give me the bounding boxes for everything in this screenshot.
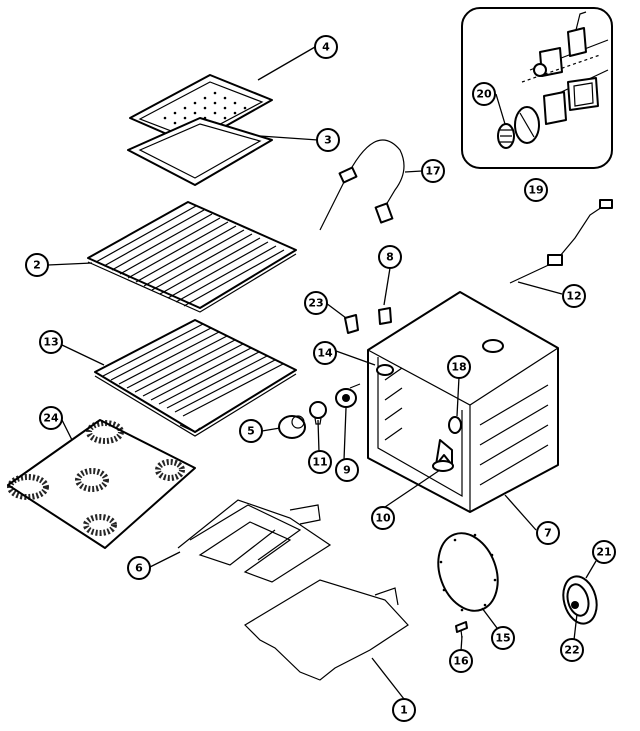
svg-text:11: 11 [312, 456, 327, 469]
callout-1: 1 [392, 698, 416, 722]
leader-lines [47, 46, 597, 700]
svg-text:19: 19 [528, 184, 543, 197]
oven-rack-upper [87, 201, 297, 313]
callout-12: 12 [562, 284, 586, 308]
svg-text:24: 24 [43, 412, 59, 425]
callout-5: 5 [239, 419, 263, 443]
light-lens-5 [278, 415, 306, 439]
callout-21: 21 [592, 540, 616, 564]
callout-20: 20 [472, 82, 496, 106]
callout-2: 2 [25, 253, 49, 277]
svg-text:6: 6 [135, 562, 143, 575]
callout-19: 19 [524, 178, 548, 202]
callout-6: 6 [127, 556, 151, 580]
svg-text:15: 15 [495, 632, 510, 645]
convection-fan-cover [437, 532, 499, 612]
callout-16: 16 [449, 649, 473, 673]
oven-cavity [367, 291, 559, 513]
svg-text:7: 7 [544, 527, 552, 540]
svg-text:22: 22 [564, 644, 579, 657]
svg-text:2: 2 [33, 259, 41, 272]
svg-text:12: 12 [566, 290, 581, 303]
callout-23: 23 [304, 291, 328, 315]
callout-8: 8 [378, 245, 402, 269]
callout-18: 18 [447, 355, 471, 379]
light-assembly [562, 575, 598, 625]
small-clip-23 [344, 314, 359, 334]
callout-3: 3 [316, 128, 340, 152]
svg-text:21: 21 [596, 546, 611, 559]
svg-text:5: 5 [247, 425, 255, 438]
callout-9: 9 [335, 458, 359, 482]
oven-bottom-liner [7, 419, 196, 549]
callout-13: 13 [39, 330, 63, 354]
svg-text:8: 8 [386, 251, 394, 264]
svg-text:16: 16 [453, 655, 469, 668]
svg-text:9: 9 [343, 464, 351, 477]
callout-24: 24 [39, 406, 63, 430]
svg-text:1: 1 [400, 704, 408, 717]
svg-text:23: 23 [308, 297, 323, 310]
temperature-probe [319, 139, 405, 231]
callout-7: 7 [536, 521, 560, 545]
svg-text:17: 17 [425, 165, 440, 178]
light-bulb-11 [309, 401, 327, 425]
light-socket-9 [335, 383, 361, 408]
svg-text:20: 20 [476, 88, 492, 101]
oven-sensor [509, 199, 613, 284]
callout-10: 10 [371, 506, 395, 530]
oven-rack-lower [94, 319, 297, 437]
broil-element [177, 499, 332, 583]
callout-22: 22 [560, 638, 584, 662]
svg-text:14: 14 [317, 347, 333, 360]
svg-text:18: 18 [451, 361, 466, 374]
screw [455, 621, 468, 639]
svg-text:3: 3 [324, 134, 332, 147]
callout-17: 17 [421, 159, 445, 183]
broiler-pan [127, 117, 273, 186]
callout-14: 14 [313, 341, 337, 365]
callout-11: 11 [308, 450, 332, 474]
bake-element [244, 579, 409, 681]
callout-4: 4 [314, 35, 338, 59]
small-clip-8 [378, 307, 392, 325]
svg-text:13: 13 [43, 336, 58, 349]
callout-15: 15 [491, 626, 515, 650]
svg-text:4: 4 [322, 41, 330, 54]
inset-detail-box [461, 7, 613, 169]
svg-text:10: 10 [375, 512, 391, 525]
